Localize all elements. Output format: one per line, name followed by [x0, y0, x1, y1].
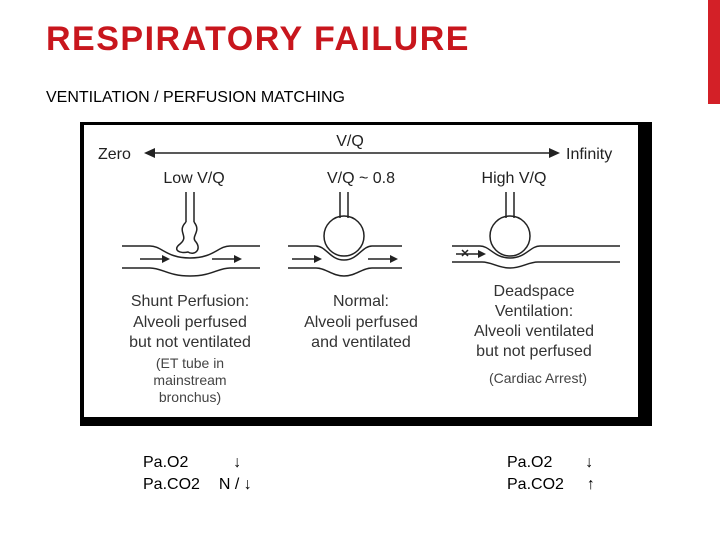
col1-caption-line3: but not ventilated — [129, 334, 251, 351]
col1-note-line2: mainstream — [153, 372, 226, 388]
col2-caption-line3: and ventilated — [311, 334, 411, 351]
col2-caption-line1: Normal: — [333, 293, 389, 310]
axis-right-arrowhead — [549, 148, 560, 158]
low-vq-alveolus-drawing — [122, 192, 260, 277]
right-pao2-arrow: ↓ — [585, 454, 594, 471]
right-pao2-label: Pa.O2 — [507, 454, 553, 471]
accent-bar — [708, 0, 720, 104]
axis-left-arrowhead — [144, 148, 155, 158]
col3-caption-line4: but not perfused — [476, 343, 592, 360]
left-paco2-row: Pa.CO2 N / ↓ — [143, 474, 252, 496]
right-paco2-arrow: ↑ — [586, 476, 595, 493]
vq-diagram: Zero V/Q Infinity Low V/Q V/Q ~ 0.8 High… — [80, 122, 652, 426]
axis-left-end: Zero — [98, 146, 131, 163]
col3-caption-line3: Alveoli ventilated — [474, 323, 594, 340]
slide-title: RESPIRATORY FAILURE — [46, 20, 470, 58]
left-blood-gases: Pa.O2 ↓ Pa.CO2 N / ↓ — [143, 452, 252, 496]
right-blood-gases: Pa.O2 ↓ Pa.CO2 ↑ — [507, 452, 595, 496]
left-pao2-label: Pa.O2 — [143, 454, 189, 471]
high-vq-alveolus-drawing — [452, 192, 620, 269]
left-paco2-value: N / ↓ — [218, 476, 252, 493]
right-pao2-row: Pa.O2 ↓ — [507, 452, 595, 474]
right-paco2-label: Pa.CO2 — [507, 476, 564, 493]
right-paco2-row: Pa.CO2 ↑ — [507, 474, 595, 496]
col2-header: V/Q ~ 0.8 — [327, 170, 395, 187]
col1-caption-line1: Shunt Perfusion: — [131, 293, 249, 310]
slide-subtitle: VENTILATION / PERFUSION MATCHING — [46, 89, 345, 106]
col3-caption-line1: Deadspace — [494, 283, 575, 300]
col1-note-line1: (ET tube in — [156, 355, 224, 371]
col1-caption-line2: Alveoli perfused — [133, 314, 247, 331]
vq-diagram-svg: Zero V/Q Infinity Low V/Q V/Q ~ 0.8 High… — [80, 122, 652, 426]
left-pao2-row: Pa.O2 ↓ — [143, 452, 252, 474]
axis-label: V/Q — [336, 133, 364, 150]
left-paco2-label: Pa.CO2 — [143, 476, 200, 493]
axis-right-end: Infinity — [566, 146, 612, 163]
normal-alveolus-drawing — [288, 192, 402, 277]
col1-note-line3: bronchus) — [159, 389, 221, 405]
left-pao2-arrow: ↓ — [233, 454, 242, 471]
col1-header: Low V/Q — [163, 170, 224, 187]
col3-note-line1: (Cardiac Arrest) — [489, 370, 587, 386]
col3-header: High V/Q — [482, 170, 547, 187]
col3-caption-line2: Ventilation: — [495, 303, 573, 320]
col2-caption-line2: Alveoli perfused — [304, 314, 418, 331]
